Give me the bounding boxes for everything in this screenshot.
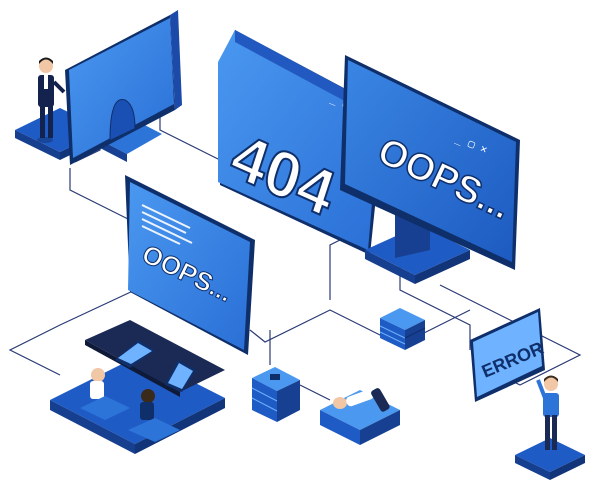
businessman-figure [37,57,66,143]
left-oops-board: OOPS... [125,175,255,355]
server-stack-top [379,308,426,350]
server-stack-bottom [251,367,300,422]
right-oops-screen: _ ▢ ✕ OOPS... [340,55,520,284]
error-sign: ERROR [470,308,546,402]
text-lines [141,204,193,245]
center-404-screen: _ ▢ ✕ 404 [218,30,385,255]
sleeping-person-bed [320,388,400,445]
workstation-desk [50,320,225,454]
pointing-man-figure [515,375,585,480]
